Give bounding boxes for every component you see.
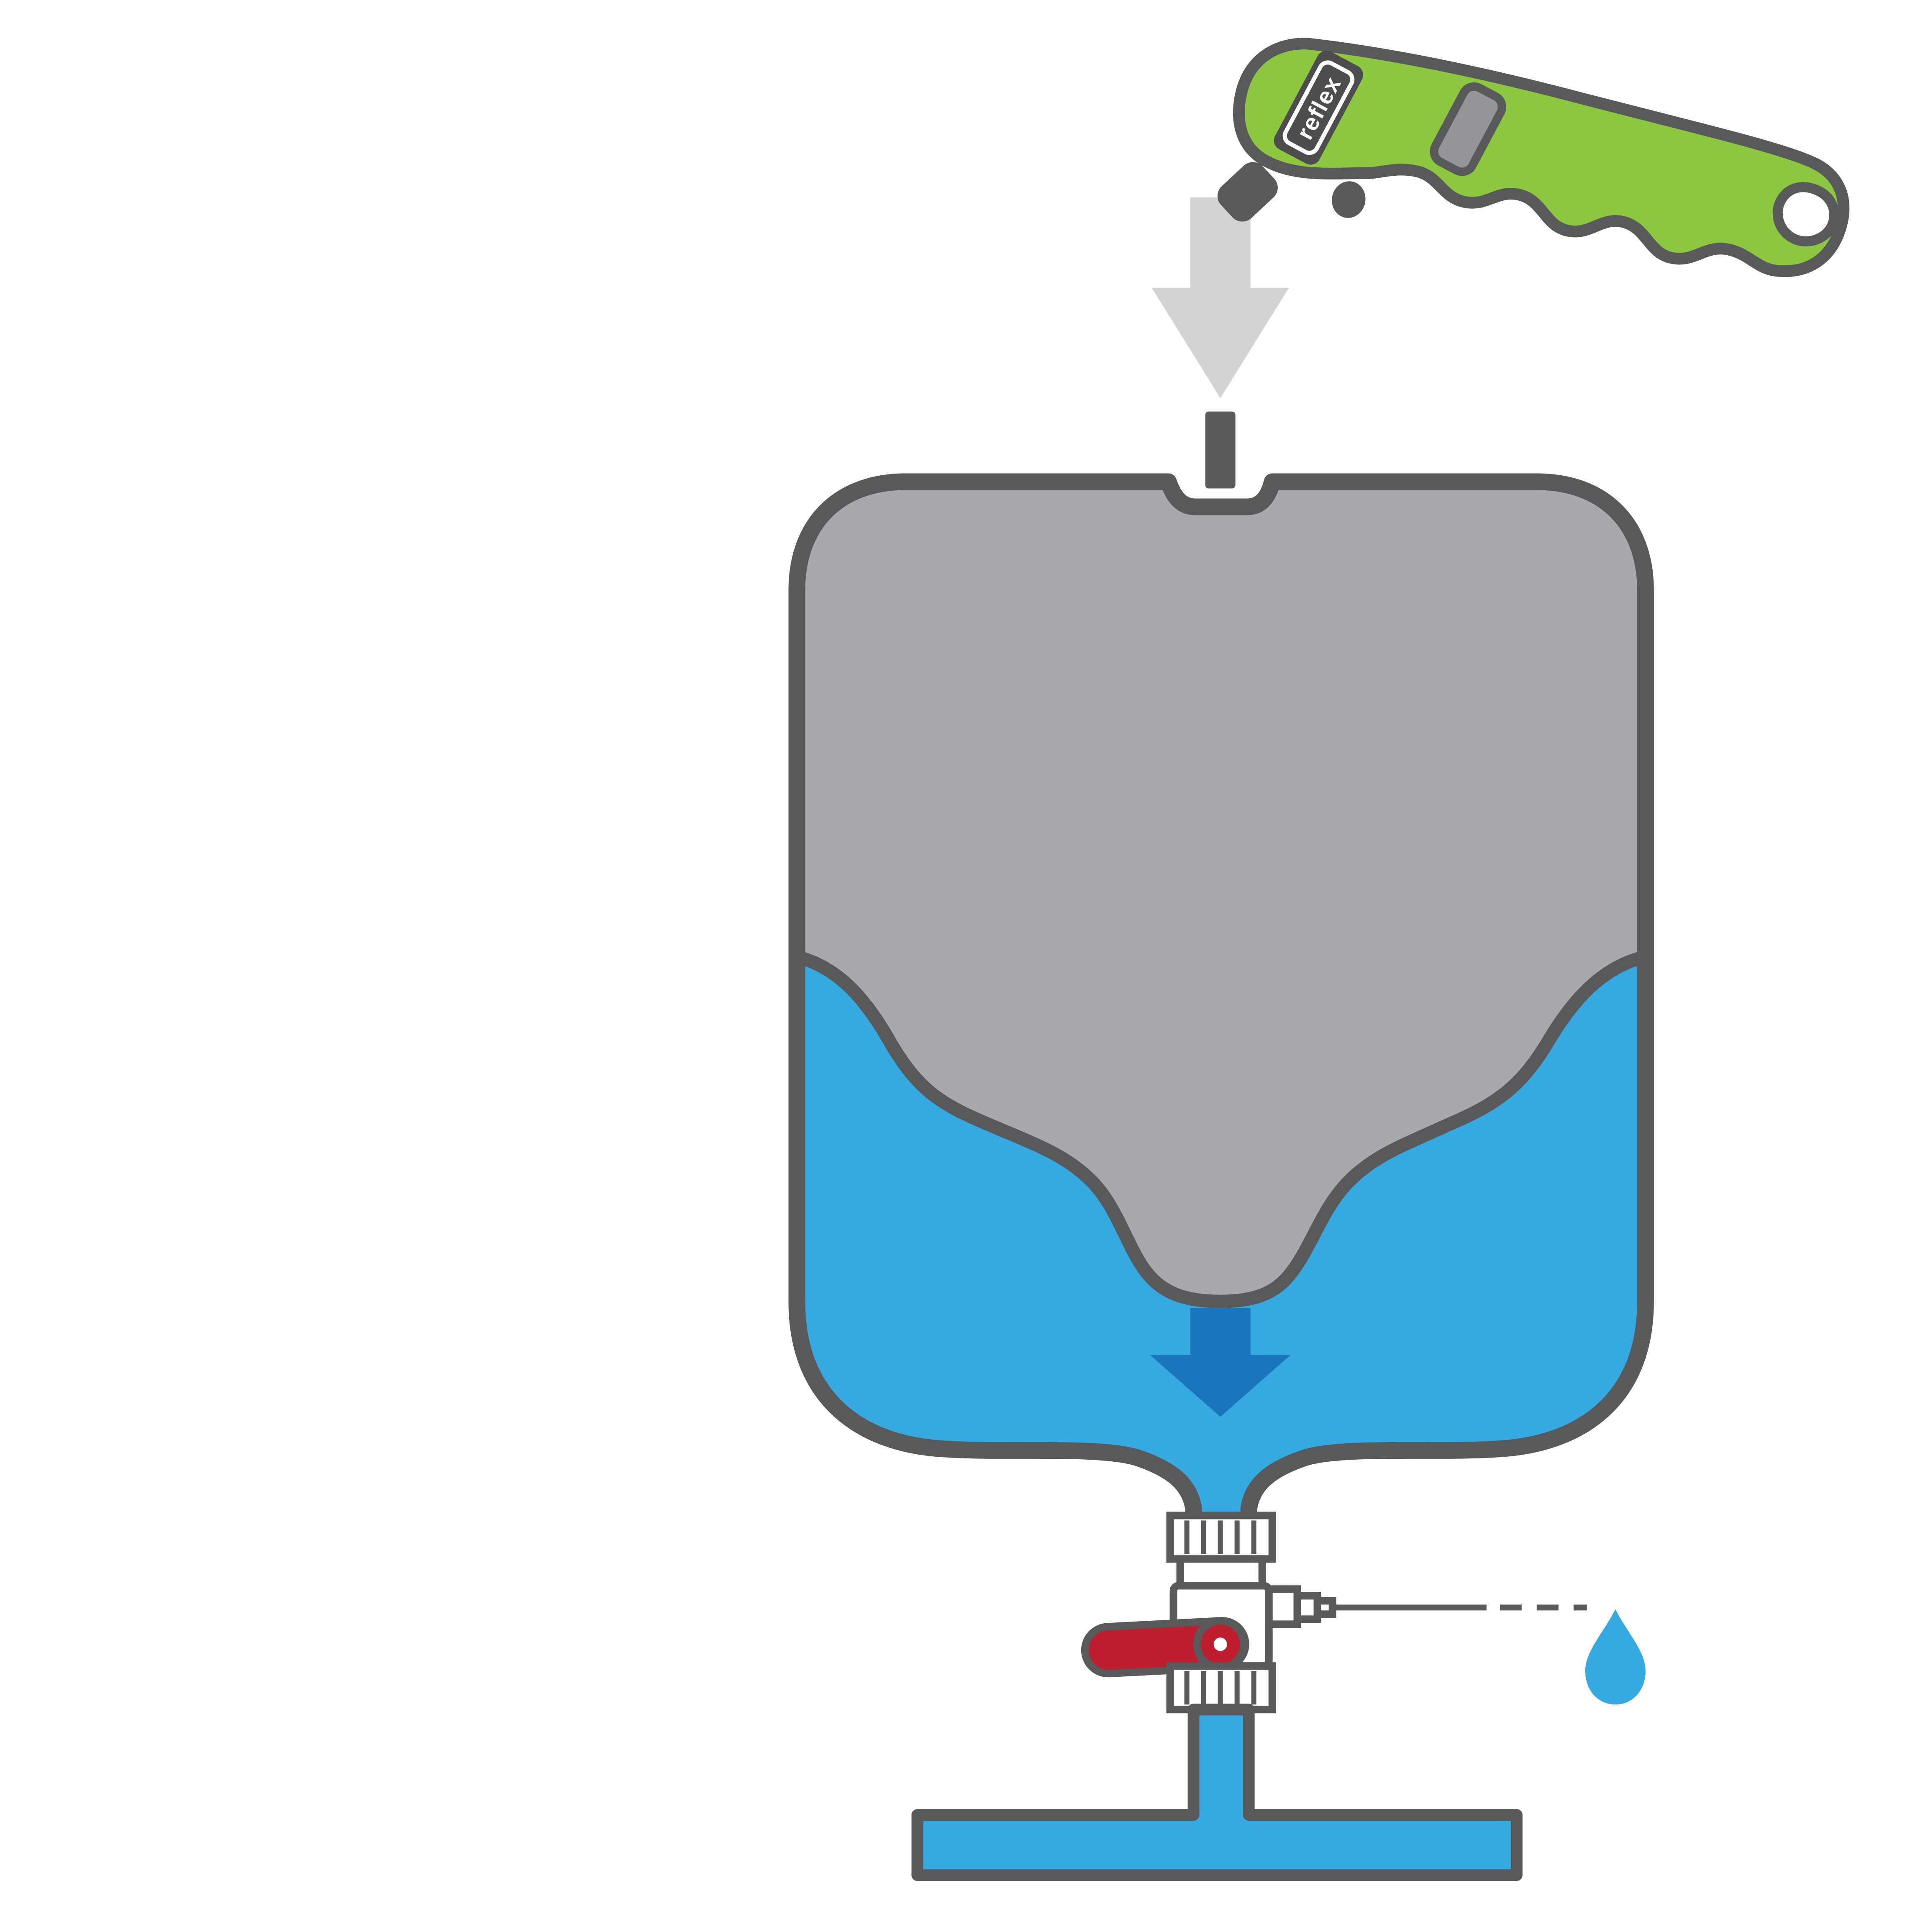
lever-pivot-pin [1213, 1637, 1227, 1651]
gauge-display [1430, 82, 1506, 176]
drain-flow-indicator [1332, 1604, 1646, 1705]
membrane-boundary [797, 950, 1646, 1308]
expansion-vessel [788, 473, 1654, 1541]
logo-border [1282, 60, 1355, 155]
gauge-nozzle [1217, 162, 1278, 222]
vessel-outline [788, 473, 1654, 1541]
union-nut-top-knurl [1184, 1520, 1256, 1554]
logo-plate [1274, 51, 1363, 165]
outlet-nipple [1313, 1597, 1336, 1618]
valve-collar [1176, 1555, 1266, 1590]
gauge-hang-hole [1772, 182, 1839, 247]
pressure-gauge: reflex [1217, 38, 1850, 277]
air-valve-stem [1205, 411, 1236, 489]
union-nut-bottom-knurl [1184, 1671, 1256, 1705]
gauge-trigger-nub [1332, 181, 1366, 218]
display-window [1430, 82, 1506, 176]
gauge-body [1233, 38, 1850, 277]
drain-valve-assembly [1081, 1512, 1336, 1714]
outlet-port [1265, 1585, 1301, 1628]
gas-charge-direction-arrow [1151, 197, 1289, 398]
water-volume [797, 957, 1646, 1532]
system-pipe-tee [911, 1704, 1523, 1881]
water-droplet [1585, 1609, 1646, 1705]
water-flow-arrow [1150, 1308, 1291, 1417]
